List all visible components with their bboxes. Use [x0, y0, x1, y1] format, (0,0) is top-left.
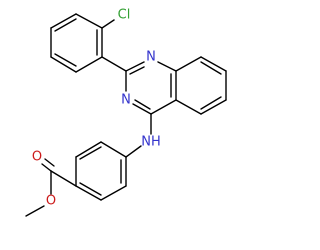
bond [157, 61, 177, 72]
bond [132, 103, 152, 115]
bond [50, 170, 77, 187]
bond [75, 56, 103, 73]
nitrogen-label-n1: N [146, 50, 156, 65]
bonds [25, 13, 227, 217]
bond [50, 56, 77, 73]
nh-label: NH [141, 135, 161, 150]
carbonyl-oxygen-label: O [32, 150, 42, 165]
bond [125, 61, 145, 72]
bond-inner [200, 61, 222, 75]
background [0, 0, 250, 250]
bond [44, 158, 55, 167]
bond [25, 205, 45, 217]
bond [101, 19, 115, 29]
bond-inner [54, 53, 77, 67]
bond [50, 13, 77, 29]
bond [200, 56, 227, 72]
nitrogen-label-n3: N [121, 93, 131, 108]
bond-inner [54, 18, 77, 32]
bond [100, 141, 127, 158]
bond [125, 145, 142, 158]
bond [75, 185, 102, 201]
bond [41, 163, 52, 172]
bond-inner [134, 99, 151, 110]
bond-inner [79, 182, 102, 196]
bond-inner [200, 96, 222, 110]
bond [150, 99, 177, 115]
bond [75, 141, 102, 158]
bond-inner [79, 146, 102, 160]
atom-labels: Cl N N NH O O [32, 8, 161, 209]
bond [100, 185, 127, 201]
ester-oxygen-label: O [46, 194, 56, 209]
bond [101, 56, 127, 72]
bond [175, 56, 202, 72]
bond-inner [129, 66, 145, 75]
bond [75, 13, 103, 29]
bond [175, 99, 202, 115]
bond [200, 99, 227, 115]
chlorine-label: Cl [118, 8, 131, 23]
molecule-structure-diagram: Cl N N NH O O [0, 0, 250, 250]
